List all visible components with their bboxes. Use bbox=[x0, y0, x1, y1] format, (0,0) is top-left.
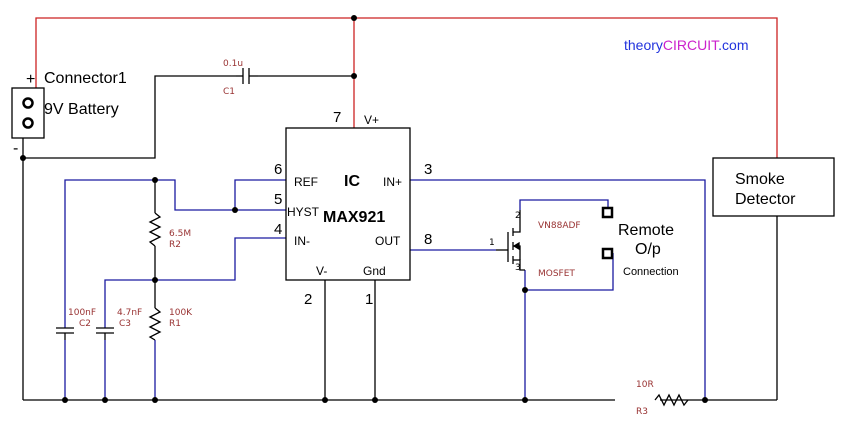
junction-dot bbox=[522, 397, 528, 403]
smoke-line1: Smoke bbox=[735, 171, 785, 188]
signal-wires bbox=[64, 179, 706, 400]
junction-dot bbox=[351, 15, 357, 21]
junction-dot bbox=[152, 397, 158, 403]
r1-ref: R1 bbox=[169, 319, 181, 329]
battery-pin-minus bbox=[22, 117, 34, 129]
junctions bbox=[20, 15, 708, 403]
pin-label-inminus: IN- bbox=[294, 234, 310, 248]
pin-label-inplus: IN+ bbox=[383, 175, 402, 189]
remote-terminal-top bbox=[601, 206, 614, 219]
remote-line2: O/p bbox=[635, 241, 661, 258]
mosfet-symbol bbox=[496, 210, 525, 271]
inminus-wire bbox=[155, 237, 286, 281]
junction-dot bbox=[102, 397, 108, 403]
mosfet-type: MOSFET bbox=[538, 269, 575, 279]
junction-dot bbox=[322, 397, 328, 403]
c2-value: 100nF bbox=[68, 308, 96, 318]
pin-label-gnd: Gnd bbox=[363, 264, 386, 278]
smoke-line2: Detector bbox=[735, 191, 796, 208]
top-supply-wire bbox=[35, 17, 778, 158]
ic-body bbox=[285, 127, 411, 281]
pin-num-3: 3 bbox=[424, 161, 432, 178]
junction-dot bbox=[372, 397, 378, 403]
remote-line1: Remote bbox=[618, 222, 674, 239]
c1-ref: C1 bbox=[223, 87, 235, 97]
remote-line3: Connection bbox=[623, 266, 679, 278]
ic-title: IC bbox=[344, 173, 360, 190]
pin-num-5: 5 bbox=[274, 191, 282, 208]
mosfet-pin-drain: 2 bbox=[515, 211, 521, 221]
battery-minus-sign: - bbox=[13, 140, 18, 157]
ic-part: MAX921 bbox=[323, 209, 385, 226]
pin-num-7: 7 bbox=[333, 109, 341, 126]
r3-ref: R3 bbox=[636, 407, 648, 417]
junction-dot bbox=[702, 397, 708, 403]
mosfet-pin-gate: 1 bbox=[489, 238, 495, 248]
r3-value: 10R bbox=[636, 380, 654, 390]
mosfet-pin-source: 3 bbox=[515, 263, 521, 273]
c1-left-wire bbox=[23, 75, 236, 159]
pin-num-4: 4 bbox=[274, 221, 282, 238]
remote-bottom-wire bbox=[525, 253, 614, 291]
brand-highlight: CIRCUIT bbox=[663, 37, 720, 53]
resistor-r1 bbox=[148, 280, 162, 341]
c2-top-wire bbox=[64, 179, 155, 328]
capacitor-c3 bbox=[96, 327, 114, 340]
junction-dot bbox=[351, 73, 357, 79]
r1-value: 100K bbox=[169, 308, 193, 318]
c3-value: 4.7nF bbox=[117, 308, 142, 318]
r2-value: 6.5M bbox=[169, 229, 191, 239]
mosfet-part: VN88ADF bbox=[538, 221, 581, 231]
pin-num-2: 2 bbox=[304, 291, 312, 308]
battery-plus-sign: + bbox=[26, 71, 35, 88]
capacitor-c1 bbox=[236, 68, 258, 84]
junction-dot bbox=[522, 287, 528, 293]
battery-pin-plus bbox=[22, 97, 34, 109]
pin-label-out: OUT bbox=[375, 234, 401, 248]
pin-num-8: 8 bbox=[424, 231, 432, 248]
junction-dot bbox=[20, 155, 26, 161]
capacitor-c2 bbox=[56, 327, 74, 340]
battery-label: 9V Battery bbox=[44, 101, 119, 118]
resistor-r2 bbox=[148, 180, 162, 280]
pin-label-hyst: HYST bbox=[287, 205, 320, 219]
battery-connector bbox=[11, 87, 45, 139]
r2-ref: R2 bbox=[169, 240, 181, 250]
c3-ref: C3 bbox=[119, 319, 131, 329]
hyst-wire bbox=[155, 179, 286, 211]
remote-top-wire bbox=[519, 199, 609, 213]
smoke-detector-box bbox=[712, 157, 835, 217]
pin-num-6: 6 bbox=[274, 161, 282, 178]
pin-num-1: 1 bbox=[365, 291, 373, 308]
pin-label-ref: REF bbox=[294, 175, 318, 189]
brand-suffix: .com bbox=[718, 37, 748, 53]
resistor-r3 bbox=[615, 393, 689, 407]
pin-label-vminus: V- bbox=[316, 264, 327, 278]
pin-label-vplus: V+ bbox=[364, 113, 379, 127]
junction-dot bbox=[152, 177, 158, 183]
brand-prefix: theory bbox=[624, 37, 663, 53]
remote-terminal-bottom bbox=[601, 247, 614, 260]
junction-dot bbox=[152, 277, 158, 283]
junction-dot bbox=[232, 207, 238, 213]
junction-dot bbox=[62, 397, 68, 403]
ref-wire bbox=[234, 179, 286, 210]
c3-top-wire bbox=[104, 279, 155, 328]
c2-ref: C2 bbox=[79, 319, 91, 329]
brand-text: theoryCIRCUIT.com bbox=[624, 37, 749, 53]
inplus-wire bbox=[410, 179, 706, 400]
battery-name: Connector1 bbox=[44, 70, 127, 87]
c1-value: 0.1u bbox=[223, 59, 243, 69]
